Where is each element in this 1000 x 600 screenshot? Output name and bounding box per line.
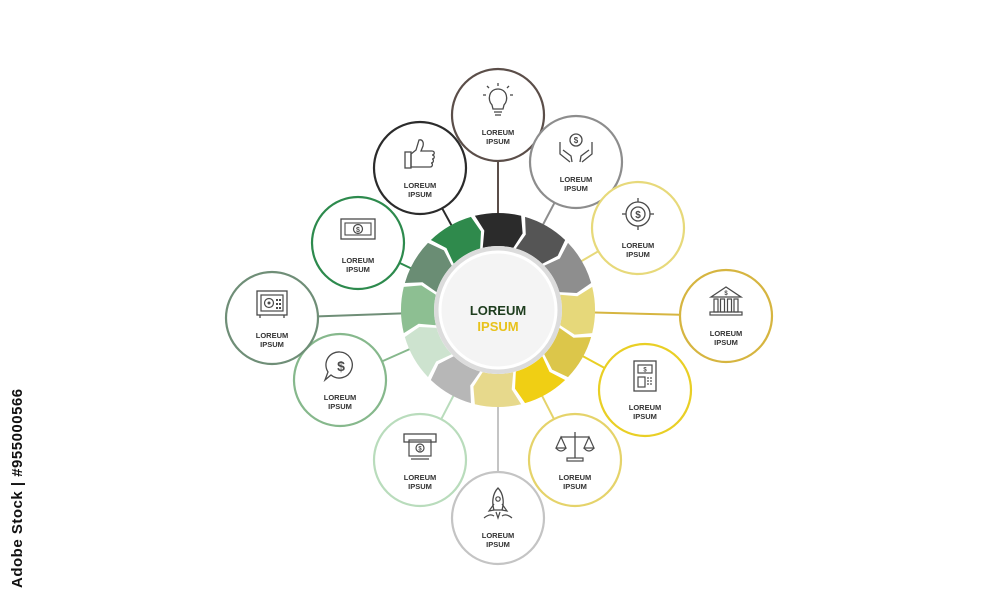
node-label-line2: IPSUM: [346, 265, 370, 274]
node-label-line1: LOREUM: [622, 241, 655, 250]
node-label-line2: IPSUM: [486, 540, 510, 549]
node-circle: [372, 120, 468, 216]
banknote-icon: $: [340, 218, 376, 240]
node-label-line1: LOREUM: [560, 175, 593, 184]
ring-segment: [560, 286, 595, 335]
node-circle: [372, 412, 468, 508]
node-label-line1: LOREUM: [256, 331, 289, 340]
ring-segment: [515, 216, 566, 264]
node-label-line2: IPSUM: [408, 190, 432, 199]
svg-text:$: $: [356, 227, 360, 234]
node-circles: LOREUMIPSUM$LOREUMIPSUM$LOREUMIPSUM$LORE…: [224, 67, 774, 566]
node-label-line1: LOREUM: [404, 181, 437, 190]
node-label-line2: IPSUM: [486, 137, 510, 146]
node-label-line1: LOREUM: [710, 329, 743, 338]
node-label-line2: IPSUM: [563, 482, 587, 491]
segmented-ring: [400, 212, 595, 407]
ring-segment: [430, 356, 481, 404]
thumbs-up-icon: [404, 139, 435, 169]
svg-text:$: $: [337, 358, 345, 374]
node-circle: [678, 268, 774, 364]
rocket-icon: [483, 487, 513, 520]
svg-text:$: $: [418, 447, 422, 453]
node-label-line2: IPSUM: [328, 402, 352, 411]
node-label-line1: LOREUM: [342, 256, 375, 265]
connector-line: [440, 391, 457, 420]
node-label-line1: LOREUM: [629, 403, 662, 412]
ring-segment: [515, 356, 566, 404]
svg-text:$: $: [724, 291, 728, 297]
hub-disc: [438, 250, 558, 370]
connector-line: [317, 312, 407, 318]
atm-machine-icon: $: [633, 360, 657, 392]
hands-coin-icon: $: [559, 133, 593, 163]
ring-segment: [400, 285, 436, 334]
center-title-line1: LOREUM: [470, 303, 526, 318]
node-label-line2: IPSUM: [260, 340, 284, 349]
ring-segment: [404, 242, 452, 293]
ring-segment: [404, 327, 452, 378]
node-circle: [528, 114, 624, 210]
safe-icon: [256, 290, 288, 318]
svg-text:$: $: [643, 368, 647, 374]
ring-segment: [474, 212, 523, 248]
ring-segment: [544, 327, 592, 378]
ring-segment: [430, 216, 481, 264]
node-circle: [224, 270, 320, 366]
cash-withdrawal-icon: $: [403, 433, 437, 460]
node-label-line1: LOREUM: [404, 473, 437, 482]
node-label-line1: LOREUM: [482, 531, 515, 540]
connector-line: [381, 346, 415, 363]
node-label-line2: IPSUM: [626, 250, 650, 259]
node-circle: [292, 332, 388, 428]
ring-segment: [473, 372, 522, 407]
node-label-line1: LOREUM: [324, 393, 357, 402]
center-title-line2: IPSUM: [477, 319, 518, 334]
node-label-line1: LOREUM: [559, 473, 592, 482]
target-dollar-icon: $: [622, 198, 654, 230]
node-label-line2: IPSUM: [564, 184, 588, 193]
watermark-text: Adobe Stock | #955000566: [9, 388, 26, 588]
chat-dollar-icon: $: [323, 351, 353, 383]
watermark: Adobe Stock | #955000566: [8, 358, 28, 588]
node-label-line2: IPSUM: [408, 482, 432, 491]
node-circle: [527, 412, 623, 508]
connector-line: [589, 311, 681, 316]
center-hub: LOREUM IPSUM: [434, 246, 562, 374]
lightbulb-icon: [483, 83, 513, 116]
node-label-line2: IPSUM: [633, 412, 657, 421]
node-label-line1: LOREUM: [482, 128, 515, 137]
connector-line: [539, 391, 555, 420]
svg-text:$: $: [574, 136, 579, 145]
ring-segment: [544, 242, 592, 293]
bank-icon: $: [708, 286, 744, 316]
node-circle: [310, 195, 406, 291]
node-circle: [597, 342, 693, 438]
scales-icon: [555, 432, 595, 462]
svg-text:$: $: [635, 210, 641, 221]
node-label-line2: IPSUM: [714, 338, 738, 347]
